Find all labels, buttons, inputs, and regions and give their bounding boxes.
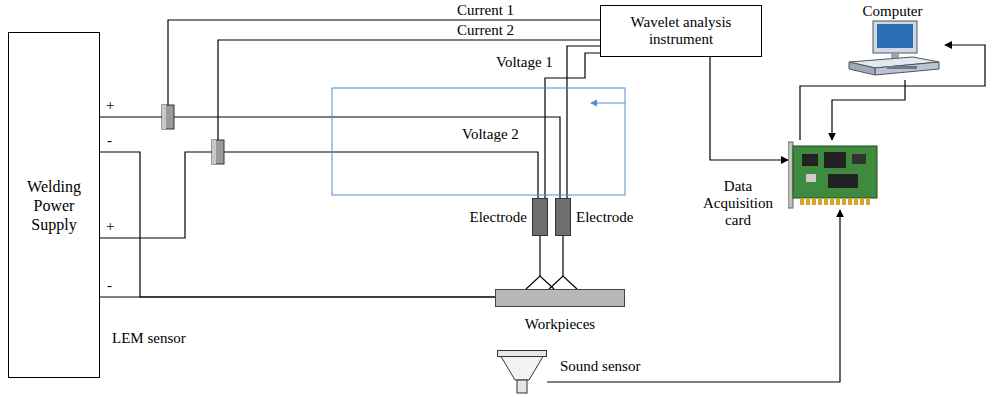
- sound-sensor-shape: [497, 350, 547, 394]
- arc-cone: [549, 276, 577, 289]
- card-contact: [812, 198, 816, 205]
- computer-icon: [843, 20, 943, 76]
- node-text: Welding Power Supply: [19, 177, 89, 234]
- node-text: Workpieces: [496, 316, 624, 333]
- card-chip: [802, 154, 818, 166]
- connector-wire: [710, 57, 788, 160]
- computer-node: Computer: [840, 3, 945, 80]
- card-contact: [824, 198, 828, 205]
- signal-name: Voltage 1: [494, 54, 555, 70]
- desktop-front: [875, 62, 939, 75]
- card-contact: [836, 198, 840, 205]
- connector-wire: [100, 152, 495, 297]
- card-contact: [830, 198, 834, 205]
- sensor-lip: [498, 351, 547, 357]
- electrode-wire: [539, 236, 540, 276]
- lem-sensor-shade: [162, 105, 166, 129]
- node-text: Wavelet analysis instrument: [607, 14, 755, 48]
- card-contact: [866, 198, 870, 205]
- node-text: Electrode: [470, 209, 527, 226]
- connector-wire: [545, 53, 600, 198]
- lem-sensor-shade: [212, 140, 216, 164]
- card-picture: [788, 140, 880, 210]
- connector-wire: [100, 296, 495, 297]
- card-contact: [848, 198, 852, 205]
- card-bracket: [788, 142, 793, 208]
- card-contact: [842, 198, 846, 205]
- polarity-sign: +: [104, 218, 116, 234]
- current-wire: [168, 20, 600, 105]
- polarity-sign: +: [104, 97, 116, 113]
- sensor-horn: [501, 357, 543, 381]
- node-text: Sound sensor: [560, 358, 640, 375]
- electrode: Electrode: [532, 198, 548, 236]
- highlight-arrow: [596, 103, 625, 104]
- sound-sensor: Sound sensor: [497, 350, 547, 394]
- card-contact: [860, 198, 864, 205]
- sensor-stem: [517, 380, 527, 393]
- monitor: [873, 21, 917, 53]
- node-text: Data Acquisition card: [696, 178, 780, 229]
- card-contact: [806, 198, 810, 205]
- monitor-stand: [891, 53, 899, 58]
- highlight-arrow-head: [590, 100, 597, 107]
- card-part: [806, 174, 816, 182]
- power-supply-box: Welding Power Supply: [8, 32, 100, 378]
- arc-cone: [526, 276, 554, 289]
- card-contact: [818, 198, 822, 205]
- instrument-box: Wavelet analysis instrument: [600, 5, 762, 57]
- daq-card: Data Acquisition card: [788, 140, 880, 210]
- polarity-sign: -: [105, 277, 114, 293]
- node-text: Electrode: [576, 209, 633, 226]
- card-chip: [852, 154, 866, 164]
- lem-sensor: [162, 105, 174, 129]
- connector-wire: [832, 80, 905, 140]
- connector-wire: [567, 46, 600, 198]
- node-text: Computer: [863, 3, 923, 20]
- highlight-frame: [332, 88, 625, 195]
- card-chip: [824, 152, 846, 168]
- card-board: [793, 146, 877, 198]
- card-contact: [854, 198, 858, 205]
- signal-name: Current 1: [455, 2, 516, 18]
- workpiece-plate: Workpieces: [495, 289, 625, 307]
- signal-name: Voltage 2: [460, 126, 521, 142]
- card-contact: [800, 198, 804, 205]
- lem-sensor: [212, 140, 224, 164]
- electrode: Electrode: [555, 198, 571, 236]
- desktop-side: [849, 62, 875, 75]
- monitor-screen: [877, 24, 913, 48]
- connector-wire: [800, 45, 985, 140]
- current-wire: [218, 40, 600, 140]
- drive-slot: [887, 66, 917, 69]
- polarity-sign: -: [105, 132, 114, 148]
- sensor-label: LEM sensor: [110, 330, 188, 346]
- card-chip: [828, 174, 858, 188]
- signal-name: Current 2: [455, 22, 516, 38]
- electrode-wire: [562, 236, 563, 276]
